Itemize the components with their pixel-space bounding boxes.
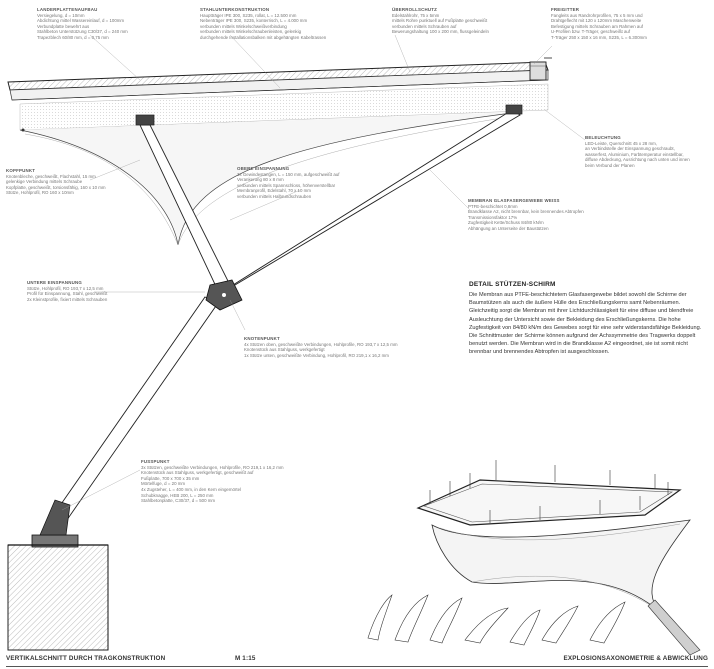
detail-description: Detail Stützen-Schirm Die Membran aus PT…	[469, 281, 709, 357]
annotation-line: Mörtelfuge, d = 20 mm	[141, 481, 186, 487]
axonometric-membrane	[431, 519, 701, 656]
annotation-line: Knotenstück aus Stahlguss, werkgefertigt	[244, 347, 325, 353]
annotation-knotenpunkt: Knotenpunkt 4x Stützen oben, geschweißte…	[244, 336, 398, 358]
annotation-line: 4x Zugsteher, L = 400 mm, in den Kern ei…	[141, 486, 242, 492]
annotation-line: Befestigung mittels Schrauben am Rahmen …	[551, 23, 644, 29]
annotation-line: 3x Stützen, geschweißte Verbindungen, Ho…	[141, 464, 284, 470]
detail-paragraph: Die Membran aus PTFE-beschichtetem Glasf…	[469, 292, 702, 356]
annotation-membran: Membran Glasfasergewebe Weiß PTFE-beschi…	[468, 198, 584, 232]
annotation-line: Brandklasse A2, nicht brennbar, kein bre…	[468, 209, 584, 215]
annotation-line: Abhängung an Unterseite der Baustützen	[468, 225, 549, 231]
annotation-title: Landerplattenaufbau	[37, 7, 98, 12]
annotation-line: Zugfestigkeit Kette/Schuss 84/80 kN/m	[468, 220, 544, 226]
annotation-line: mittels Rohre punktuell auf Fußplatte ge…	[392, 18, 488, 24]
head-node	[135, 104, 523, 126]
annotation-line: verbunden mittels Winkelschweißverbindun…	[200, 23, 287, 29]
annotation-line: 2x Kleinstprofile, fixiert mittels Schra…	[27, 296, 108, 302]
annotation-title: Membran Glasfasergewebe Weiß	[468, 198, 560, 203]
axonometric-roof-frame	[416, 460, 682, 526]
annotation-beleuchtung: Beleuchtung LED-Leiste, Querschnitt 45 x…	[585, 135, 690, 169]
annotation-line: durchgehende Installationsbalken mit abg…	[200, 34, 327, 40]
annotation-line: Stütze, Hohlprofil, RO 160 x 10mm	[6, 190, 74, 196]
footer-scale: M 1:15	[235, 655, 256, 662]
annotation-line: U-Profilen bzw. T-Träger, geschweißt auf	[551, 29, 631, 35]
foundation	[7, 499, 109, 651]
annotation-line: Transmissionsfaktor 17%	[468, 214, 518, 220]
annotation-line: Stahlbeton Unterstützung C30/37, d = 240…	[37, 29, 128, 35]
main-node	[205, 279, 243, 311]
annotation-line: Stahlbetonplatte, C30/37, d = 500 mm	[141, 498, 216, 504]
annotation-line: Trapezblech 60/80 mm, d = 0,75 mm	[37, 34, 109, 40]
annotation-line: Abdichtung mittel Wassereinlauf, d = 100…	[37, 18, 125, 24]
annotation-line: Schubknagge, HEB 200, L = 250 mm	[141, 492, 214, 498]
annotation-title: Freigitter	[551, 7, 580, 12]
annotation-line: Verankerung 80 x 8 mm	[237, 177, 284, 183]
annotation-line: verbunden mittels Winkelschraubenleisten…	[200, 29, 302, 35]
footer-rule	[6, 666, 708, 667]
annotation-line: verbunden mittels Spannschloss, höhenver…	[237, 182, 336, 188]
annotation-oberlichtschutz: Überrollschutz Edelstahlrohr, 75 x 5mm m…	[392, 7, 489, 35]
annotation-line: 3x Gewindestangen, L = 150 mm, aufgeschw…	[237, 171, 340, 177]
annotation-line: Kopfplatte, geschweißt, torsionsfähig, 1…	[6, 184, 106, 190]
annotation-line: an Verbindstelle der Einspannung geschra…	[585, 146, 675, 152]
annotation-line: Drahtgeflecht mit 120 x 120mm Maschenwei…	[551, 18, 642, 24]
detail-heading: Detail Stützen-Schirm	[469, 281, 556, 288]
annotation-line: Stütze, Hohlprofil, RO 193,7 x 12,5 mm	[27, 285, 104, 291]
annotation-fassgitter: Freigitter Fangleits aus Randrohrprofile…	[551, 7, 647, 41]
footer-right-title: Explosionsaxonometrie & Abwicklung	[563, 655, 708, 662]
annotation-title: Obere Einspannung	[237, 166, 290, 171]
footer-left-title: Vertikalschnitt durch Tragkonstruktion	[6, 655, 166, 662]
annotation-obere-einspannung: Obere Einspannung 3x Gewindestangen, L =…	[237, 166, 339, 200]
annotation-line: wasserfest, Aluminium, Farbtemperatur ei…	[585, 151, 684, 157]
annotation-line: diffuse Abdeckung, Ausrichtung nach unte…	[585, 157, 690, 163]
annotation-line: 4x Stützen oben, geschweißte Verbindunge…	[244, 341, 398, 347]
annotation-title: Überrollschutz	[392, 7, 437, 12]
annotation-landerplatten: Landerplattenaufbau Versiegelung, d = 10…	[37, 7, 128, 41]
annotation-line: beim Verbund der Planen	[585, 162, 635, 168]
annotation-line: Knotenbleche, geschweißt, Flachstahl, 15…	[6, 173, 96, 179]
annotation-line: Nebenträger IPE 300, S235, konterrisch, …	[200, 18, 308, 24]
roof-slab	[7, 61, 549, 131]
annotation-line: 1x Stütze unten, geschweißte Verbindung,…	[244, 352, 389, 358]
annotation-line: Bewerungshaltung 100 x 200 mm, flussgele…	[392, 29, 489, 35]
leader-lines	[61, 34, 586, 511]
annotation-title: Untere Einspannung	[27, 280, 82, 285]
annotation-line: Hauptträger IPE 300, S235, rollat, L = 1…	[200, 12, 297, 18]
annotation-line: Edelstahlrohr, 75 x 5mm	[392, 12, 440, 18]
annotation-line: Fußplatte, 700 x 700 x 35 mm	[141, 475, 200, 481]
annotation-line: verbunden mittels Halbrundschrauben	[237, 193, 312, 199]
annotation-line: Knotenstück aus Stahlguss, werkgefertigt…	[141, 470, 254, 476]
annotation-line: LED-Leiste, Querschnitt 45 x 28 mm,	[585, 140, 657, 146]
annotation-title: Fußpunkt	[141, 459, 170, 464]
annotation-title: Knotenpunkt	[244, 336, 280, 341]
annotation-stahlunterkonstruktion: Stahlunterkonstruktion Hauptträger IPE 3…	[200, 7, 326, 41]
annotation-kopfpunkt: Kopfpunkt Knotenbleche, geschweißt, Flac…	[6, 168, 106, 196]
annotation-fusspunkt: Fußpunkt 3x Stützen, geschweißte Verbind…	[141, 459, 284, 504]
annotation-untere-einspannung: Untere Einspannung Stütze, Hohlprofil, R…	[27, 280, 107, 302]
annotation-line: verbunden mittels Schrauben auf	[392, 23, 457, 29]
edge-parapet	[529, 57, 552, 81]
annotation-title: Kopfpunkt	[6, 168, 36, 173]
annotation-line: Membranprofil, Edelstahl, 70 x 10 mm	[237, 188, 311, 194]
membrane-cutting-pattern	[367, 594, 626, 646]
annotation-title: Stahlunterkonstruktion	[200, 7, 270, 12]
annotation-title: Beleuchtung	[585, 135, 621, 140]
annotation-line: gelenkige Verbindung mittels Schraube	[6, 179, 83, 185]
annotation-line: Verbundplatte bewehrt aus	[37, 23, 90, 29]
annotation-line: PTFE-beschichtet 0,8mm	[468, 203, 518, 209]
annotation-line: Profil für Einspannung, Stahl, geschweiß…	[27, 291, 108, 297]
annotation-line: T-Träger 250 x 150 x 16 mm, S235, L = 6.…	[551, 34, 647, 40]
annotation-line: Versiegelung, d = 10mm	[37, 12, 85, 18]
annotation-line: Fangleits aus Randrohrprofilen, 75 x 5 m…	[551, 12, 643, 18]
tree-columns	[49, 109, 521, 528]
